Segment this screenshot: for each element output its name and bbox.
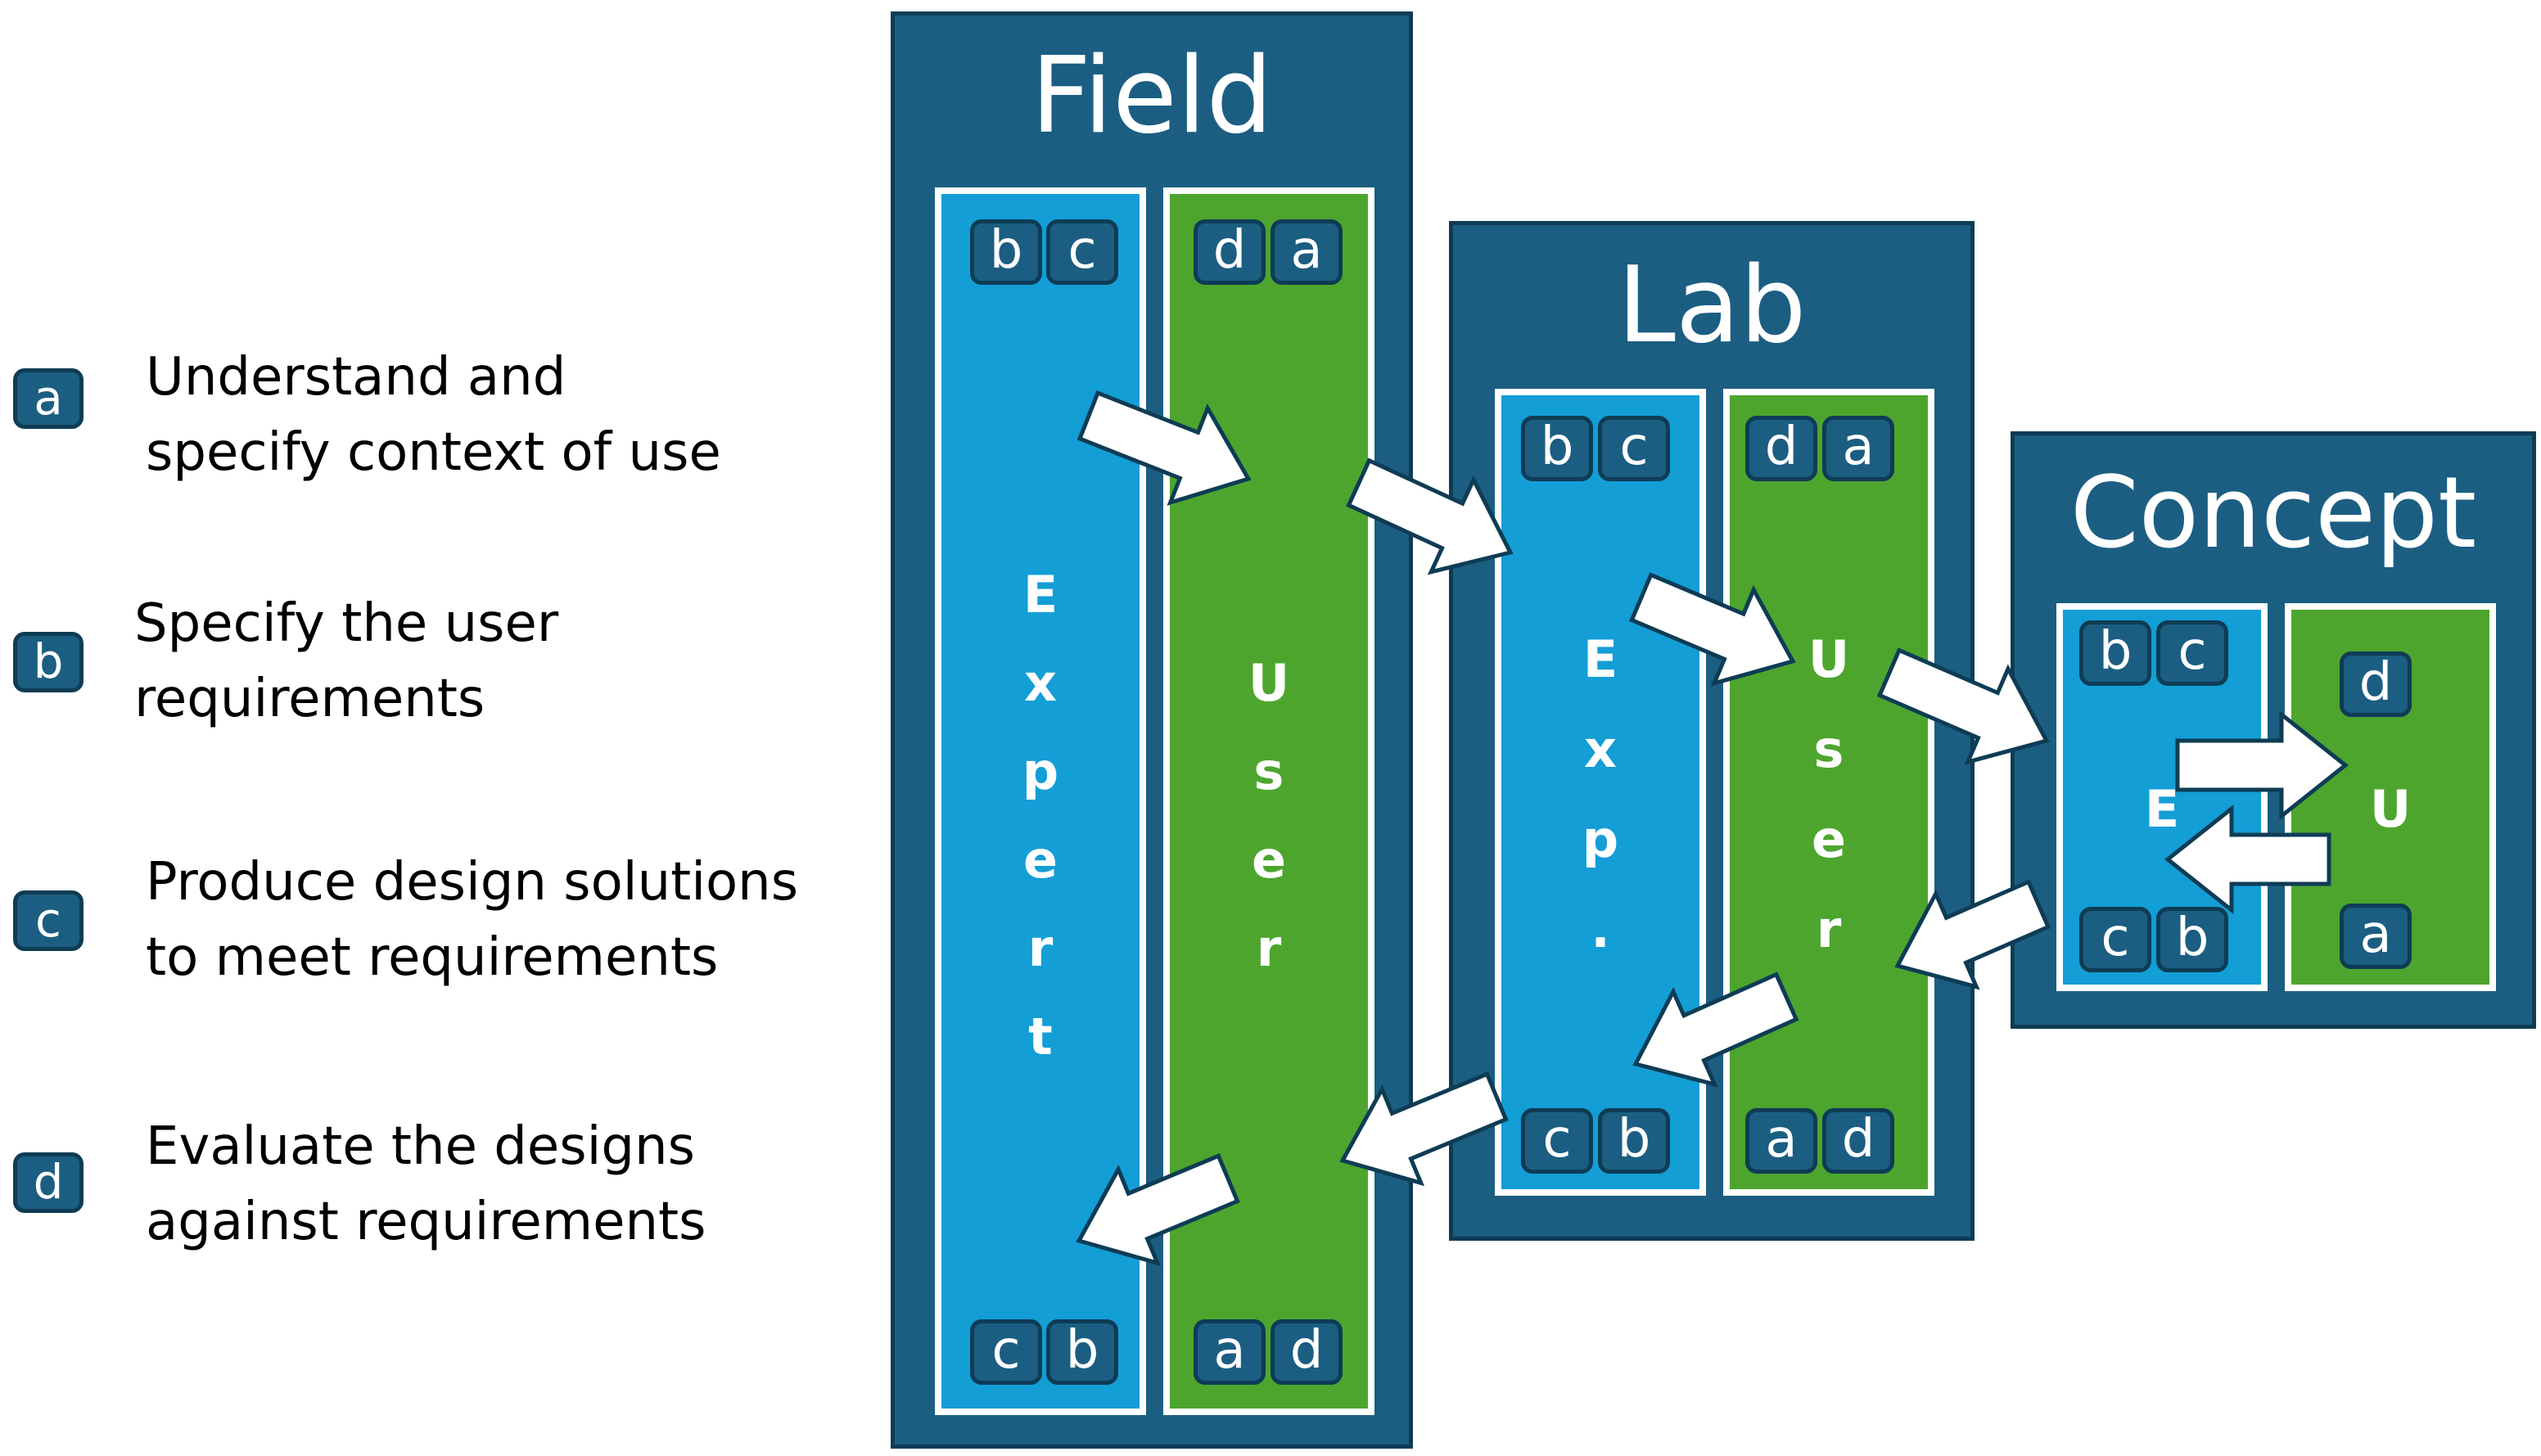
lane-letter: e — [1811, 809, 1847, 869]
phase-title-field: Field — [1031, 35, 1273, 157]
concept-user-top-tag-1: d — [2340, 651, 2412, 717]
concept-expert-top-tag-2: c — [2156, 620, 2228, 686]
lane-letter: p — [1022, 742, 1059, 801]
legend-text-c-line1: Produce design solutions — [146, 852, 799, 913]
concept-expert-bottom-tag-2: b — [2156, 907, 2228, 972]
arrow-field-expert-to-user — [1076, 390, 1252, 506]
concept-expert-label: E — [2063, 769, 2261, 850]
arrow-field-user-to-expert — [1076, 1153, 1240, 1267]
lane-letter: U — [2369, 779, 2412, 839]
field-expert-top-tag-2: c — [1046, 219, 1118, 285]
lane-letter: r — [1027, 918, 1054, 978]
field-user-top-tag-1: d — [1194, 219, 1266, 285]
lane-letter: t — [1028, 1007, 1053, 1066]
arrow-lab-user-to-expert — [1632, 971, 1799, 1088]
concept-user-bottom-tag-1: a — [2340, 904, 2412, 969]
lane-letter: p — [1582, 809, 1619, 869]
legend-text-c-line2: to meet requirements — [146, 927, 719, 988]
arrow-lab-expert-to-user — [1629, 572, 1796, 687]
lab-expert-top-tag-2: c — [1598, 416, 1670, 481]
lane-letter: s — [1253, 742, 1284, 801]
lab-expert-top-tag-1: b — [1521, 416, 1593, 481]
field-expert-top-tag-1: b — [970, 219, 1042, 285]
lab-expert-bottom-tag-2: b — [1598, 1108, 1670, 1174]
lane-letter: e — [1251, 830, 1287, 890]
lane-letter: E — [2144, 779, 2180, 839]
lane-letter: E — [1022, 565, 1058, 624]
arrow-concept-user-to-expert — [2164, 804, 2331, 915]
lane-letter: e — [1022, 830, 1058, 890]
arrow-lab-to-field — [1339, 1071, 1509, 1187]
field-expert-bottom-tag-2: b — [1046, 1319, 1118, 1385]
field-user-bottom-tag-2: d — [1270, 1319, 1343, 1385]
lab-user-bottom-tag-1: a — [1745, 1108, 1817, 1174]
lane-letter: r — [1256, 918, 1282, 978]
lane-letter: x — [1584, 719, 1617, 779]
arrow-concept-expert-to-user — [2175, 710, 2349, 821]
legend-text-b-line2: requirements — [134, 669, 485, 729]
legend-text-a-line2: specify context of use — [146, 422, 721, 483]
lane-letter: . — [1591, 899, 1610, 959]
lane-letter: r — [1816, 899, 1842, 959]
legend-badge-a: a — [13, 368, 83, 429]
field-user-bottom-tag-1: a — [1194, 1319, 1266, 1385]
arrow-lab-to-concept — [1876, 647, 2050, 765]
arrow-field-to-lab — [1346, 458, 1514, 575]
legend-badge-b: b — [13, 632, 83, 692]
concept-expert-bottom-tag-1: c — [2079, 907, 2151, 972]
lane-letter: s — [1813, 719, 1844, 779]
phase-title-lab: Lab — [1617, 245, 1807, 367]
concept-expert-top-tag-1: b — [2079, 620, 2151, 686]
arrow-concept-to-lab — [1894, 879, 2051, 990]
legend-text-a-line1: Understand and — [146, 347, 566, 408]
lab-user-top-tag-2: a — [1822, 416, 1894, 481]
concept-user-label: U — [2291, 769, 2489, 850]
legend-text-b-line1: Specify the user — [134, 593, 559, 654]
field-user-top-tag-2: a — [1270, 219, 1343, 285]
lane-letter: U — [1808, 629, 1850, 689]
lab-user-top-tag-1: d — [1745, 416, 1817, 481]
lane-letter: U — [1248, 653, 1290, 713]
lab-user-bottom-tag-2: d — [1822, 1108, 1894, 1174]
legend-badge-c: c — [13, 890, 83, 951]
lane-letter: E — [1582, 629, 1618, 689]
legend-badge-d: d — [13, 1152, 83, 1213]
lane-letter: x — [1024, 653, 1057, 713]
phase-title-concept: Concept — [2069, 457, 2477, 570]
field-expert-bottom-tag-1: c — [970, 1319, 1042, 1385]
legend-text-d-line1: Evaluate the designs — [146, 1116, 695, 1177]
lab-expert-bottom-tag-1: c — [1521, 1108, 1593, 1174]
legend-text-d-line2: against requirements — [146, 1192, 706, 1252]
